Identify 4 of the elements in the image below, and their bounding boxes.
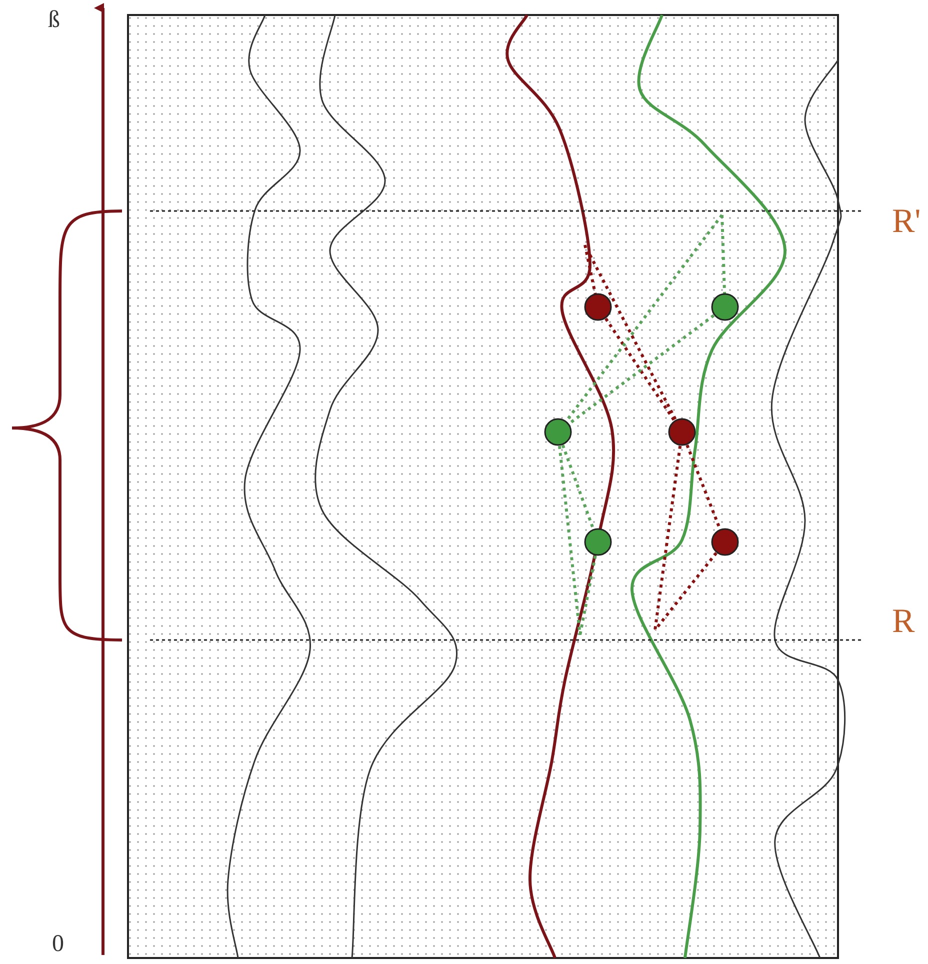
axis-label: ß: [48, 8, 60, 32]
axis-label: R: [892, 605, 915, 639]
axis-label: 0: [52, 932, 64, 956]
axis-label: R': [892, 205, 921, 239]
